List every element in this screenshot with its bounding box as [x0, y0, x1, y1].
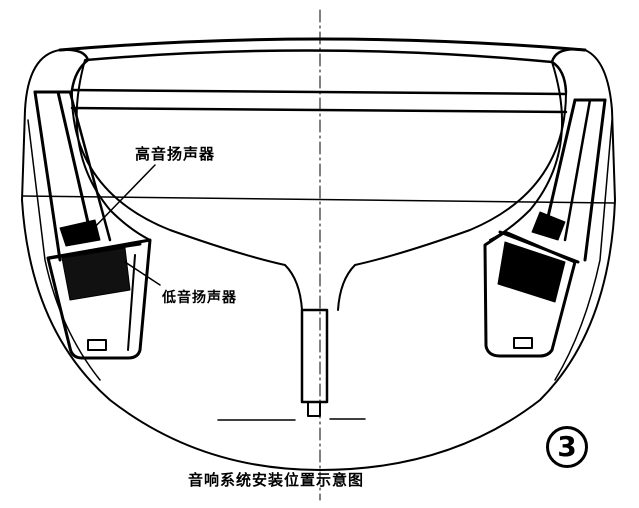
left-woofer-plate: [48, 242, 142, 260]
panel-band-lower: [70, 106, 568, 114]
inner-bowl-right: [337, 93, 567, 311]
figure-number-badge: 3: [546, 426, 588, 468]
right-woofer-plate: [498, 230, 580, 264]
right-tweeter: [531, 211, 566, 241]
right-side-edge: [554, 119, 613, 381]
panel-band-upper: [70, 88, 568, 96]
outer-shell-top: [58, 37, 587, 52]
outer-shell: [21, 49, 616, 471]
right-housing-foot: [513, 337, 533, 349]
left-housing-inner: [127, 254, 136, 351]
inner-bowl-left: [70, 89, 303, 311]
inner-cap-right: [550, 48, 587, 94]
right-pillar-mid: [563, 98, 592, 242]
left-pillar-inner: [56, 90, 94, 242]
center-stem: [300, 308, 329, 404]
right-pillar-inner: [543, 98, 577, 232]
tweeter-leader-line: [89, 164, 156, 233]
left-tweeter: [59, 219, 101, 247]
center-stem-foot: [307, 401, 321, 417]
left-woofer: [61, 247, 131, 301]
tweeter-label: 高音扬声器: [135, 145, 216, 163]
panel-top-line: [84, 49, 554, 64]
inner-cap-left: [58, 48, 90, 92]
inner-curve-left: [75, 59, 151, 241]
left-pillar-outer: [33, 90, 62, 262]
inner-curve-right: [489, 61, 563, 241]
right-pillar-outer: [583, 98, 607, 262]
left-speaker-housing: [46, 238, 152, 360]
horizontal-reference-line: [21, 195, 616, 204]
right-woofer: [497, 241, 566, 303]
right-speaker-housing: [483, 230, 577, 358]
left-pillar-mid: [68, 90, 112, 242]
figure-caption: 音响系统安装位置示意图: [188, 471, 365, 489]
woofer-leader-line: [124, 261, 161, 286]
woofer-label: 低音扬声器: [162, 290, 237, 306]
left-housing-foot: [87, 339, 107, 351]
